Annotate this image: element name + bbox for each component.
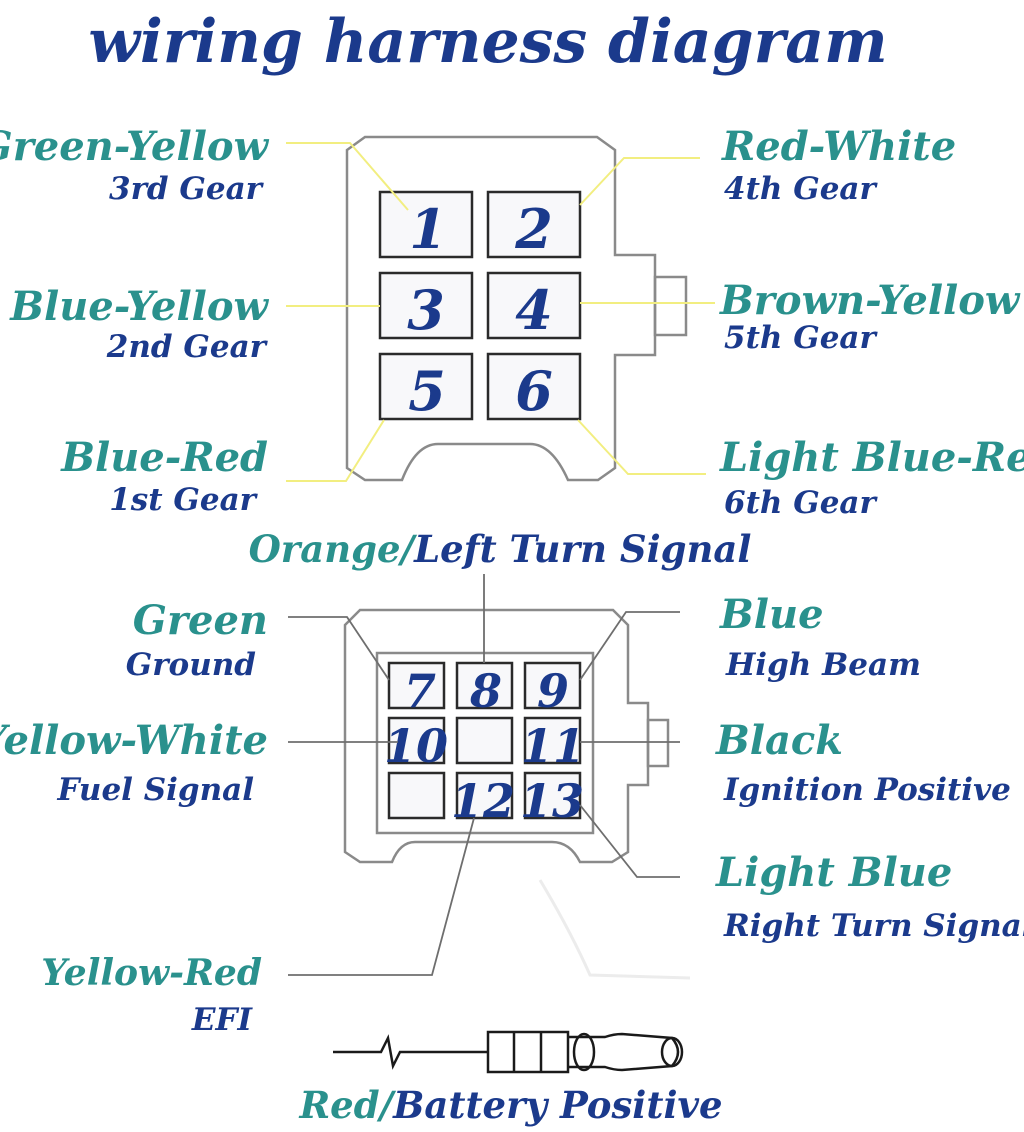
leader-line-1	[286, 142, 409, 211]
pin-cell-5	[378, 352, 474, 421]
wire-color-label-11: Black	[715, 717, 843, 764]
wire-function-label-8: Left Turn Signal	[413, 527, 751, 571]
pin-number-13: 13	[520, 774, 584, 828]
battery-wire-label: Red/Battery Positive	[298, 1083, 722, 1127]
pin-number-7: 7	[404, 664, 436, 718]
wire-function-label-9: High Beam	[725, 647, 921, 683]
wire-color-label-10: Yellow-White	[0, 717, 268, 764]
connector-a: 1 2 3 4 5 6	[286, 135, 715, 482]
pin-cell-10	[387, 716, 446, 765]
pin-number-9: 9	[537, 664, 569, 718]
pin-cell-4	[486, 271, 582, 340]
wire-function-label-10: Fuel Signal	[56, 772, 254, 808]
battery-wire-color: Red/	[298, 1083, 396, 1127]
wire-function-label-1: 3rd Gear	[109, 171, 265, 207]
battery-wire-squiggle	[333, 1034, 488, 1070]
wire-function-label-6: 6th Gear	[724, 485, 879, 521]
wire-color-label-3: Blue-Yellow	[9, 283, 269, 330]
pin-number-10: 10	[384, 719, 448, 773]
pin-cell-7	[387, 661, 446, 710]
pin-cell-1	[378, 190, 474, 259]
connector-b-tab	[646, 718, 670, 768]
wire-function-label-5: 1st Gear	[109, 482, 258, 518]
pin-cell-11	[523, 716, 582, 765]
wire-function-label-2: 4th Gear	[724, 171, 879, 207]
pin-number-2: 2	[514, 197, 553, 261]
pin-number-11: 11	[521, 719, 585, 773]
wire-label-8: Orange/Left Turn Signal	[249, 527, 752, 571]
wire-color-label-7: Green	[133, 597, 268, 644]
bullet-connector-sleeve	[486, 1030, 570, 1074]
wire-function-label-4: 5th Gear	[724, 320, 879, 356]
bullet-connector-tip	[660, 1036, 684, 1068]
pin-number-5: 5	[408, 359, 446, 423]
leader-line-12	[288, 817, 475, 976]
connector-b: 7 8 9 10 11 12 13	[288, 574, 680, 976]
background-wire-ghost	[538, 879, 691, 980]
wire-color-label-6: Light Blue-Red	[719, 434, 1024, 481]
connector-a-tab	[653, 275, 688, 337]
wire-color-label-9: Blue	[719, 591, 824, 638]
wire-color-label-13: Light Blue	[715, 849, 952, 896]
leader-line-5	[286, 419, 385, 482]
wire-function-label-3: 2nd Gear	[106, 329, 269, 365]
wire-function-label-7: Ground	[126, 647, 256, 683]
pin-cell-empty-center	[455, 716, 514, 765]
pin-number-8: 8	[469, 664, 502, 718]
pin-cell-8	[455, 661, 514, 710]
wire-color-label-8: Orange/	[249, 527, 418, 571]
wire-color-label-1: Green-Yellow	[0, 123, 270, 170]
wire-color-label-4: Brown-Yellow	[719, 277, 1021, 324]
wire-function-label-13: Right Turn Signal	[723, 908, 1024, 944]
wire-function-label-11: Ignition Positive	[723, 772, 1011, 808]
pin-cell-2	[486, 190, 582, 259]
pin-number-12: 12	[451, 774, 515, 828]
leader-line-9	[579, 611, 680, 681]
leader-line-2	[579, 157, 700, 206]
wire-color-label-12: Yellow-Red	[41, 952, 262, 994]
leader-line-13	[579, 804, 680, 878]
pin-cell-13	[523, 771, 582, 820]
pin-number-1: 1	[409, 197, 447, 261]
page-title: wiring harness diagram	[88, 7, 887, 77]
pin-cell-9	[523, 661, 582, 710]
pin-cell-empty-bottom-left	[387, 771, 446, 820]
battery-bullet-connector	[333, 1030, 684, 1074]
pin-number-6: 6	[515, 359, 553, 423]
wire-function-label-12: EFI	[191, 1002, 254, 1038]
leader-line-7	[288, 616, 390, 681]
pin-number-4: 4	[515, 278, 553, 342]
wire-color-label-2: Red-White	[721, 123, 956, 170]
battery-wire-function: Battery Positive	[392, 1083, 722, 1127]
pin-cell-6	[486, 352, 582, 421]
pin-cell-12	[455, 771, 514, 820]
wire-color-label-5: Blue-Red	[60, 434, 268, 481]
bullet-connector-ring	[572, 1032, 596, 1072]
pin-number-3: 3	[407, 278, 445, 342]
connector-b-inner	[375, 651, 595, 835]
leader-line-6	[577, 419, 706, 475]
bullet-connector-body	[568, 1032, 680, 1072]
